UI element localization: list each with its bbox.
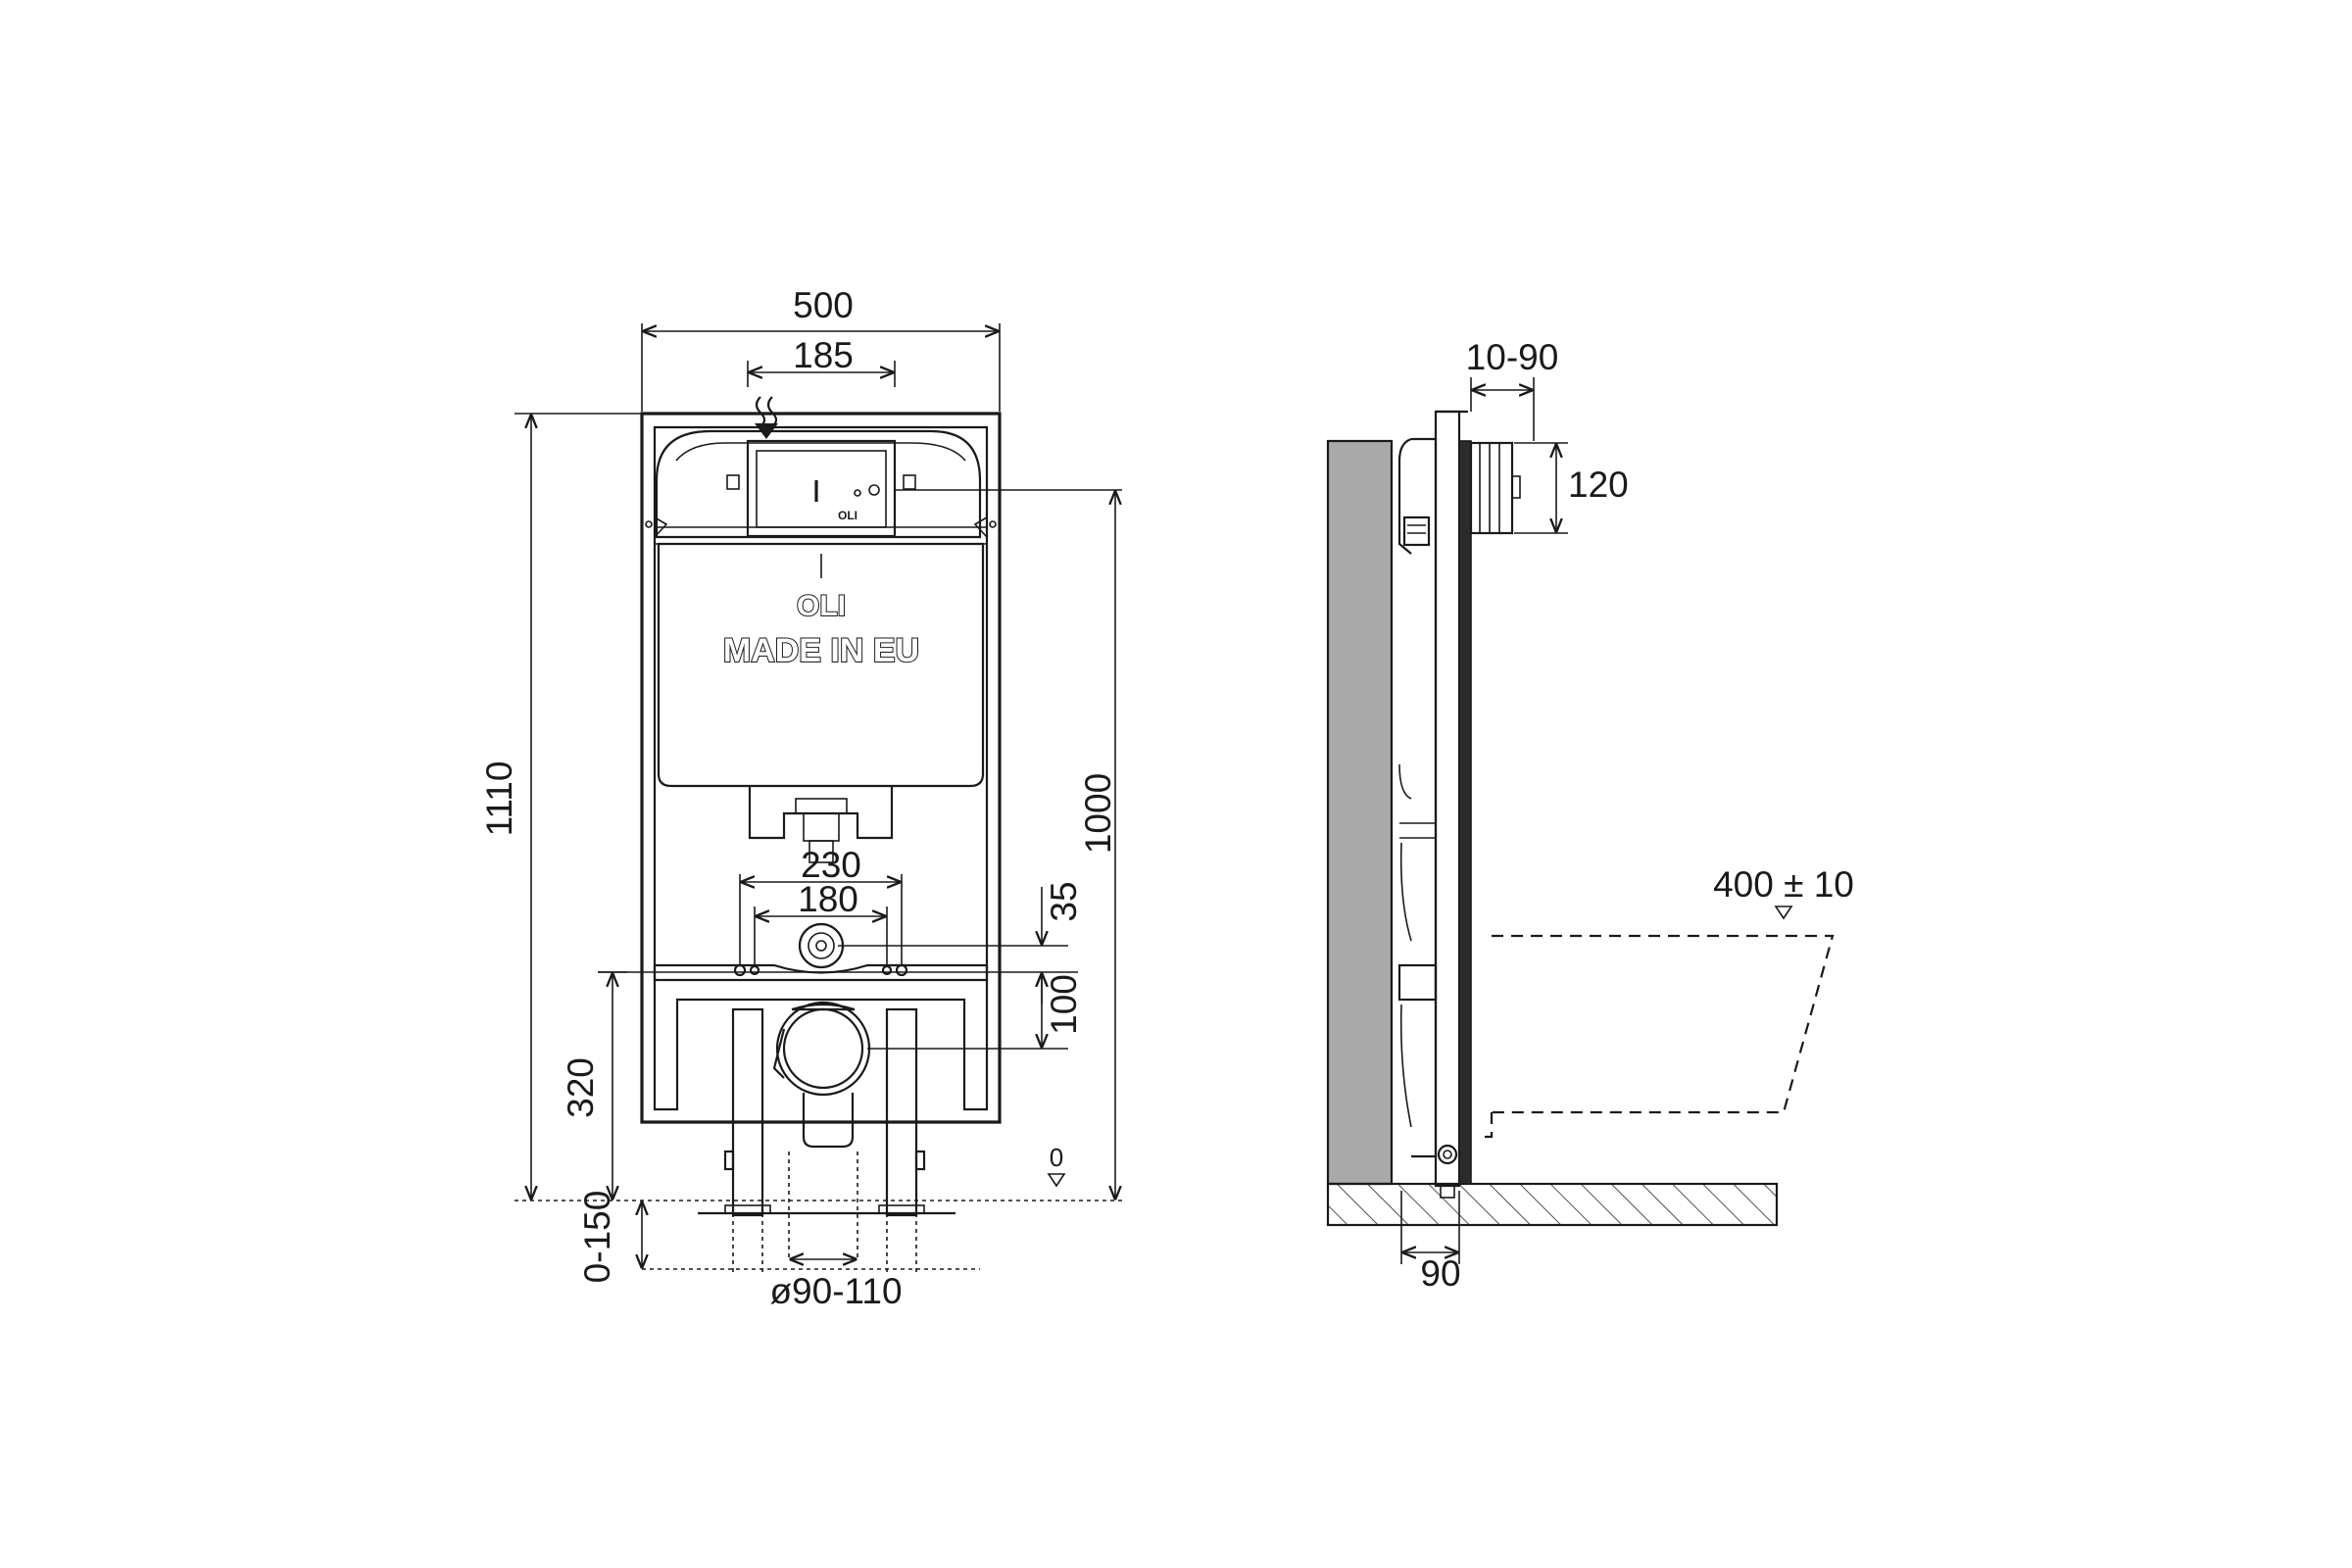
- dimension-studs-230: 230: [739, 845, 903, 965]
- dimension-outlet-height-320: 320: [561, 971, 627, 1199]
- cistern-tank: OLI MADE IN EU: [657, 542, 985, 788]
- dimension-height-1110: 1110: [479, 413, 642, 1199]
- svg-text:0: 0: [1050, 1143, 1063, 1172]
- floor-level-marker: 0: [1047, 1143, 1066, 1188]
- dimension-width-500: 500: [641, 285, 1001, 412]
- front-view: OLI OLI MADE IN EU: [479, 285, 1122, 1311]
- svg-text:120: 120: [1568, 465, 1629, 505]
- dimension-leg-adjust-0-150: 0-150: [577, 1191, 642, 1284]
- drain-outlet-pipe: [772, 1001, 1068, 1259]
- dimension-plate-185: 185: [747, 335, 896, 387]
- svg-text:0-150: 0-150: [577, 1191, 617, 1284]
- svg-text:400 ± 10: 400 ± 10: [1713, 864, 1854, 905]
- flush-plate-opening: OLI: [746, 439, 897, 538]
- dimension-bowl-height: 400 ± 10: [1713, 864, 1854, 920]
- dimension-height-1000: 100 0: [895, 489, 1122, 1199]
- svg-text:1000: 1000: [1078, 773, 1118, 854]
- dimension-studs-180: 180: [754, 879, 888, 965]
- mounting-plate: [598, 922, 1078, 982]
- dimension-frame-depth-90: 90: [1400, 1191, 1461, 1294]
- side-frame: [1434, 410, 1472, 1188]
- svg-text:230: 230: [801, 845, 861, 885]
- toilet-bowl-base: [1480, 1112, 1494, 1139]
- flush-valve-outlet: [748, 786, 894, 863]
- plate-brand-label: OLI: [838, 509, 858, 522]
- cistern-top-housing: [655, 429, 982, 539]
- svg-text:ø90-110: ø90-110: [769, 1271, 902, 1311]
- side-view: 10-90 120 400 ± 10 90: [1326, 337, 1854, 1294]
- water-inlet-arrow-icon: [755, 396, 778, 439]
- svg-text:500: 500: [793, 285, 854, 325]
- dimension-outlet-100: 100: [1042, 974, 1084, 1047]
- dimension-outlet-diameter: ø90-110: [769, 1259, 903, 1311]
- svg-text:35: 35: [1044, 881, 1084, 921]
- dimension-plate-120: 120: [1514, 442, 1629, 534]
- toilet-bowl-outline: [1492, 934, 1835, 1114]
- side-cistern: [1397, 437, 1458, 1199]
- svg-text:180: 180: [798, 879, 858, 919]
- made-in-label: MADE IN EU: [723, 632, 919, 669]
- svg-text:320: 320: [561, 1057, 601, 1118]
- support-legs: [698, 1007, 956, 1274]
- dimension-wall-depth-10-90: 10-90: [1466, 337, 1559, 441]
- svg-text:90: 90: [1420, 1253, 1460, 1294]
- wall-section: [1326, 439, 1394, 1186]
- svg-text:185: 185: [793, 335, 854, 375]
- installation-frame: [640, 412, 1002, 1124]
- brand-logo: OLI: [797, 590, 846, 622]
- svg-text:100: 100: [1044, 974, 1084, 1035]
- side-flush-plate: [1469, 441, 1521, 535]
- dimension-offset-35: 35: [1042, 881, 1084, 1004]
- svg-text:1110: 1110: [479, 761, 519, 837]
- floor-section: [1326, 1182, 1779, 1227]
- svg-text:10-90: 10-90: [1466, 337, 1559, 377]
